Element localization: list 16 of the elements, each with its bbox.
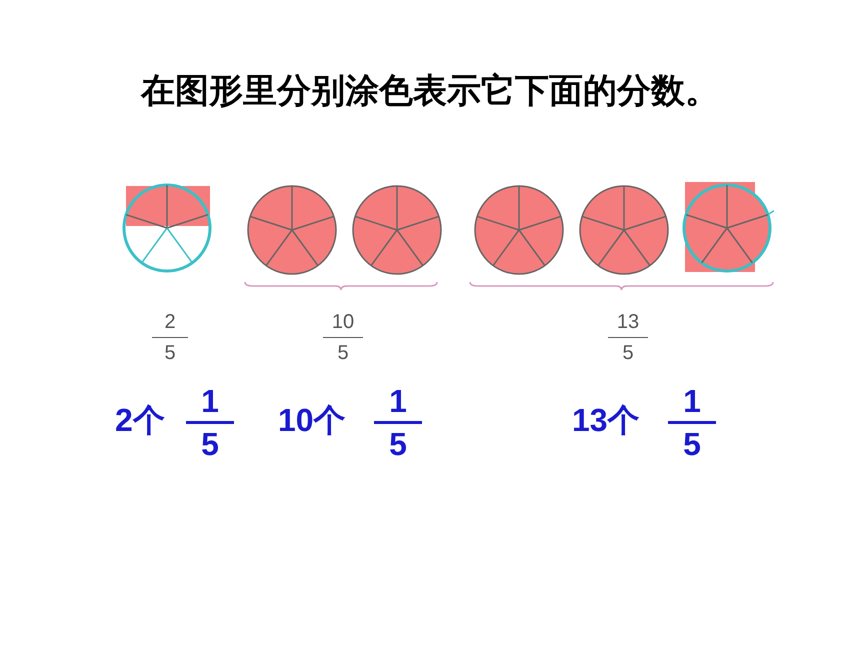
- denominator: 5: [622, 343, 634, 363]
- count-text: 10个: [278, 404, 346, 436]
- title: 在图形里分别涂色表示它下面的分数。: [140, 70, 720, 113]
- numerator: 13: [616, 312, 640, 332]
- numerator: 10: [332, 312, 354, 332]
- denominator: 5: [164, 343, 176, 363]
- numerator: 1: [683, 385, 701, 417]
- count-text: 13个: [572, 404, 640, 436]
- numerator: 1: [389, 385, 407, 417]
- count-text: 2个: [115, 404, 165, 436]
- denominator: 5: [683, 428, 701, 460]
- numerator: 1: [201, 385, 219, 417]
- numerator: 2: [164, 312, 176, 332]
- denominator: 5: [201, 428, 219, 460]
- denominator: 5: [337, 343, 349, 363]
- denominator: 5: [389, 428, 407, 460]
